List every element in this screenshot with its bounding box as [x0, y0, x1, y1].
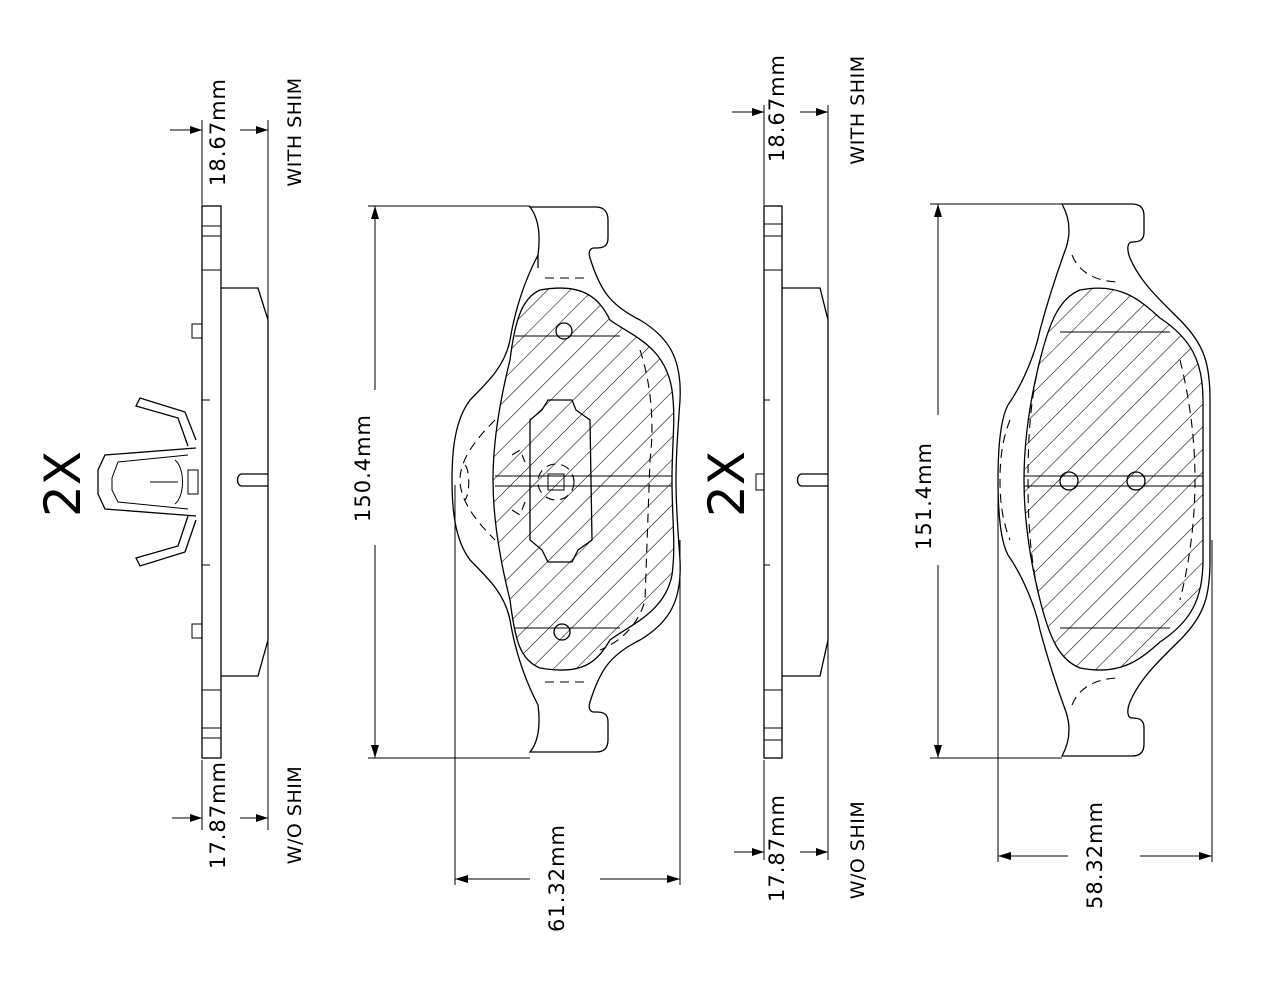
- right-thickness-dims: 18.67mm 17.87mm WITH SHIM W/O SHIM: [732, 54, 869, 902]
- left-with-shim-label: WITH SHIM: [284, 77, 306, 186]
- left-front-dims: 150.4mm 61.32mm: [351, 205, 681, 932]
- left-side-view: [97, 205, 269, 759]
- right-quantity-label: 2X: [698, 451, 756, 517]
- right-side-view: [755, 205, 829, 759]
- right-front-view: [997, 203, 1211, 757]
- right-width-dim: 58.32mm: [1083, 801, 1107, 909]
- left-front-view: [451, 206, 681, 753]
- left-without-shim-label: W/O SHIM: [284, 766, 306, 865]
- left-set: 2X: [34, 77, 681, 932]
- right-thickness-with-shim: 18.67mm: [765, 54, 789, 162]
- left-thickness-with-shim: 18.67mm: [206, 78, 230, 186]
- left-thickness-without-shim: 17.87mm: [206, 761, 230, 869]
- left-length-dim: 150.4mm: [351, 414, 375, 522]
- right-set: 2X: [698, 54, 1213, 909]
- right-length-dim: 151.4mm: [912, 442, 936, 550]
- right-without-shim-label: W/O SHIM: [847, 801, 869, 900]
- left-thickness-dims: 18.67mm 17.87mm WITH SHIM W/O SHIM: [170, 77, 306, 869]
- right-with-shim-label: WITH SHIM: [847, 55, 869, 164]
- left-quantity-label: 2X: [34, 451, 92, 517]
- right-thickness-without-shim: 17.87mm: [765, 794, 789, 902]
- right-front-dims: 151.4mm 58.32mm: [912, 203, 1213, 909]
- left-width-dim: 61.32mm: [545, 824, 569, 932]
